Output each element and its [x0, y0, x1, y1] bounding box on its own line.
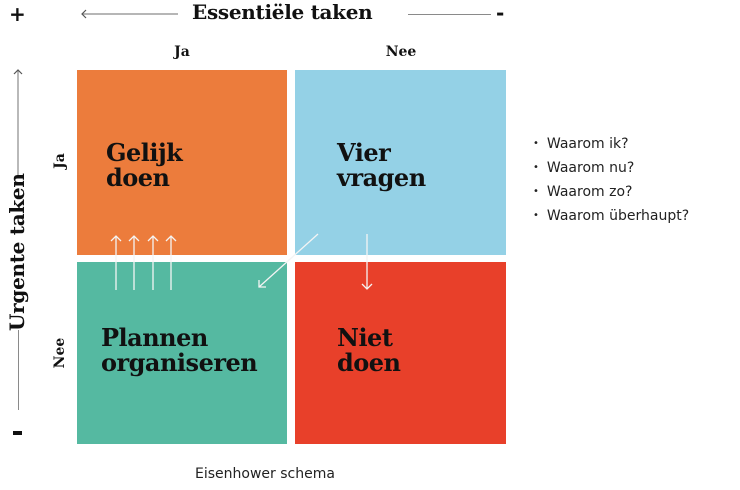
column-label-nee: Nee: [385, 44, 417, 60]
minus-sign-left: [13, 431, 22, 435]
minus-sign-top: -: [496, 1, 505, 25]
axis-line-bottom: [18, 330, 19, 410]
quadrant-dont-do: Niet doen: [295, 262, 506, 444]
question-item: Waarom nu?: [533, 157, 689, 181]
quadrant-label-plan: Plannen organiseren: [101, 323, 258, 377]
question-item: Waarom zo?: [533, 181, 689, 205]
questions-list: Waarom ik? Waarom nu? Waarom zo? Waarom …: [533, 133, 689, 229]
axis-title-essential: Essentiële taken: [192, 0, 373, 24]
quadrant-label-four-questions: Vier vragen: [337, 138, 426, 192]
row-label-nee: Nee: [52, 337, 68, 369]
row-label-ja: Ja: [52, 153, 68, 169]
left-arrow-icon: [81, 9, 178, 19]
quadrant-label-dont-do: Niet doen: [337, 323, 401, 377]
quadrant-four-questions: Vier vragen: [295, 70, 506, 255]
quadrant-plan: Plannen organiseren: [77, 262, 287, 444]
plus-sign: +: [9, 2, 26, 26]
quadrant-do-now: Gelijk doen: [77, 70, 287, 255]
quadrant-label-do-now: Gelijk doen: [106, 138, 183, 192]
up-arrow-icon: [13, 69, 23, 176]
question-item: Waarom überhaupt?: [533, 205, 689, 229]
axis-line-right: [408, 14, 491, 15]
caption: Eisenhower schema: [195, 466, 335, 482]
axis-title-urgent: Urgente taken: [5, 173, 29, 331]
question-item: Waarom ik?: [533, 133, 689, 157]
column-label-ja: Ja: [174, 44, 190, 60]
